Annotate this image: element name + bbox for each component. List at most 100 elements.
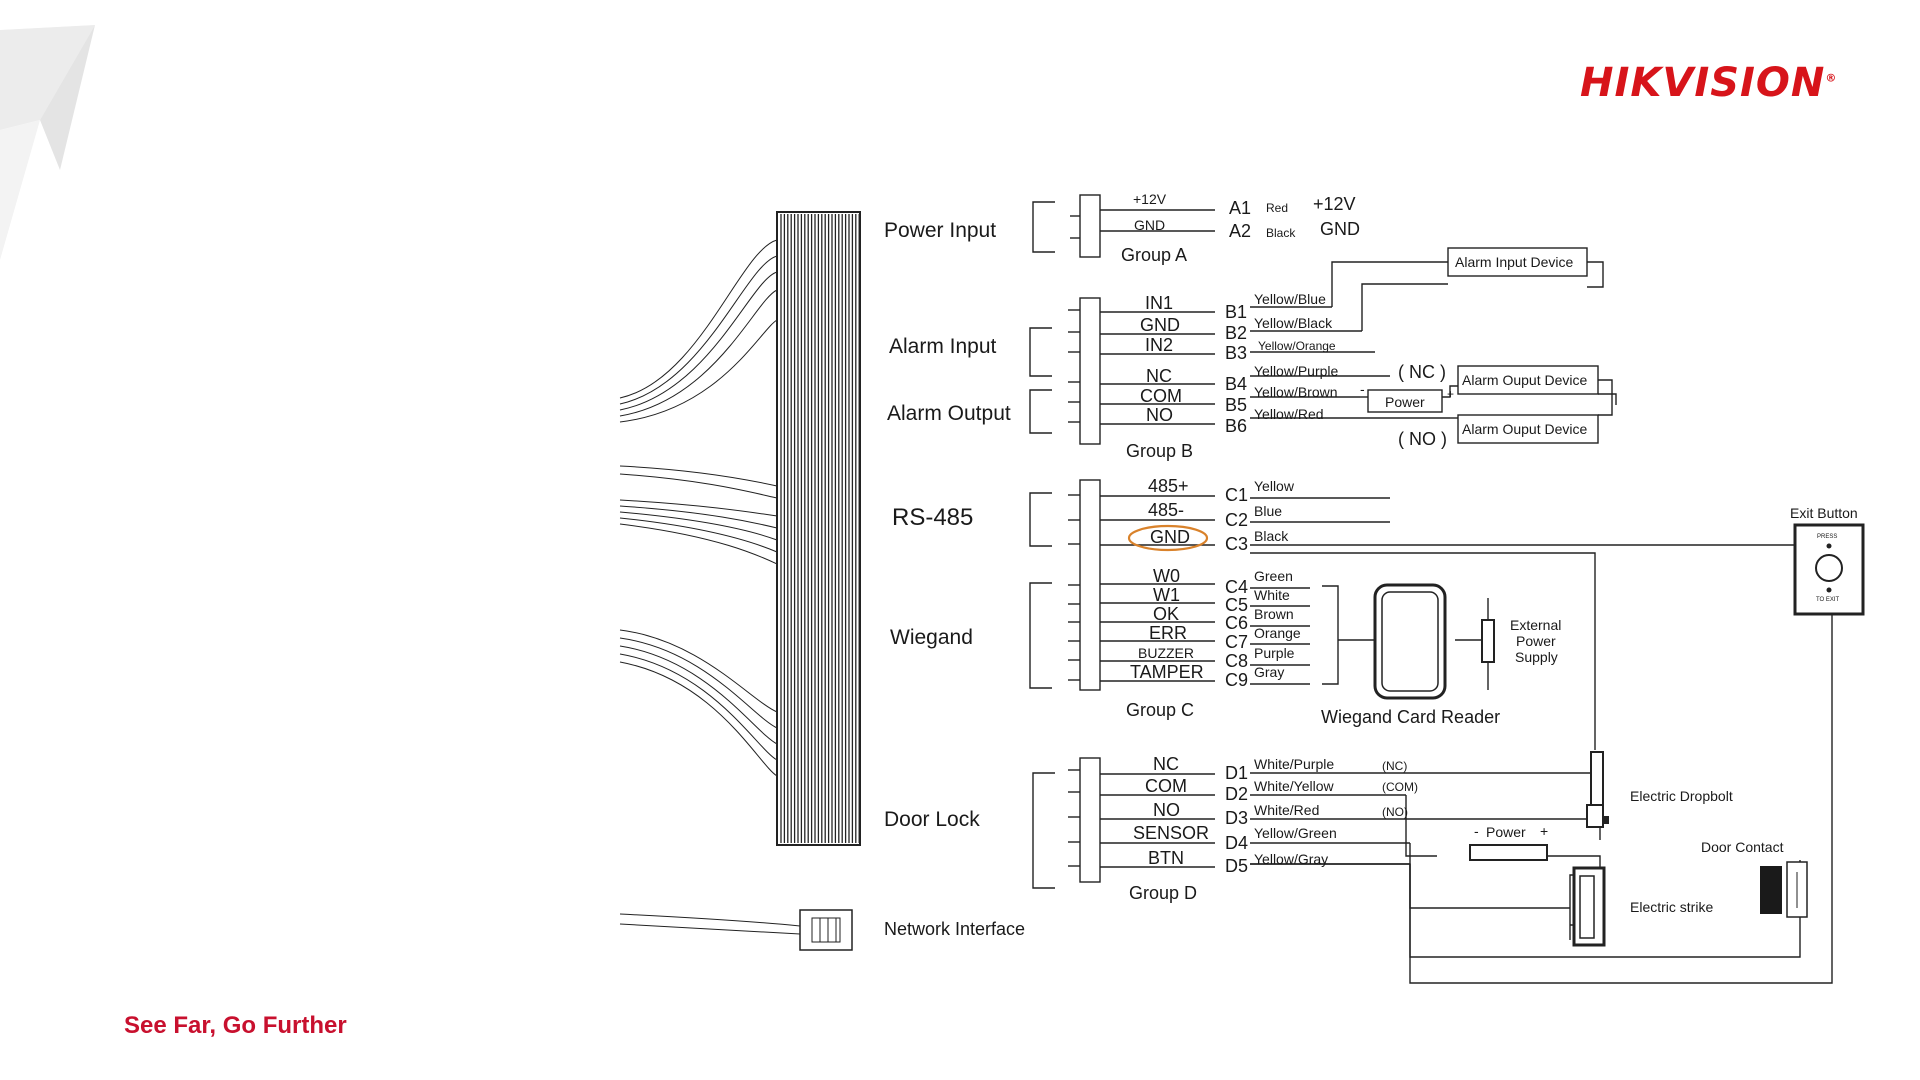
pin-d1-tag: (NC) [1382,759,1407,773]
pin-c8-id: C8 [1225,651,1248,671]
logo-text: HIKVISION [1580,60,1826,106]
group-c-block [1029,479,1802,737]
alarm-output-device-label-1: Alarm Ouput Device [1462,372,1587,388]
hikvision-logo: HIKVISION® [1580,60,1837,106]
pin-c2-signal: 485- [1148,500,1184,520]
pin-c4-id: C4 [1225,577,1248,597]
pin-a2-note: GND [1320,219,1360,239]
pin-a2-signal: GND [1134,217,1165,233]
pin-c3-signal: GND [1150,527,1190,547]
group-c-label: Group C [1126,700,1194,720]
pin-c7-color: Orange [1254,625,1301,641]
pin-c5-signal: W1 [1153,585,1180,605]
pin-c3-color: Black [1254,528,1289,544]
exit-press-text: PRESS [1817,534,1837,540]
alarm-input-device-label: Alarm Input Device [1455,254,1573,270]
group-d-label: Group D [1129,883,1197,903]
pin-d4-signal: SENSOR [1133,823,1209,843]
pin-c4-signal: W0 [1153,566,1180,586]
pin-c1-color: Yellow [1254,478,1295,494]
group-d-block [1032,737,1801,958]
pin-c6-signal: OK [1153,604,1179,624]
pin-b6-color: Yellow/Red [1254,406,1324,422]
pin-a1-signal: +12V [1133,191,1167,207]
door-power-label: Power [1486,824,1526,840]
door-contact: Door Contact [1701,839,1808,918]
group-a-label: Group A [1121,245,1187,265]
network-cable [619,909,853,951]
pin-d5-color: Yellow/Gray [1254,851,1328,867]
wiegand-label: Wiegand [890,626,973,649]
alarm-output-device-box-2: Alarm Ouput Device [1457,414,1599,444]
pin-b4-id: B4 [1225,374,1247,394]
exit-to-exit-text: TO EXIT [1816,597,1840,603]
alarm-power-minus: - [1360,381,1365,397]
pin-c5-color: White [1254,587,1290,603]
pin-c9-color: Gray [1254,664,1284,680]
group-a-block [1032,194,1215,258]
external-power-supply: External Power Supply [1481,617,1561,665]
pin-d4-color: Yellow/Green [1254,825,1337,841]
pin-c4-color: Green [1254,568,1293,584]
fan-wires [619,239,778,777]
pin-d3-color: White/Red [1254,802,1319,818]
pin-c6-color: Brown [1254,606,1294,622]
door-lock-label: Door Lock [884,808,980,831]
ext-power-line-2: Power [1516,633,1556,649]
slogan-text: See Far, Go Further [124,1012,347,1039]
pin-b2-id: B2 [1225,323,1247,343]
pin-b1-signal: IN1 [1145,293,1173,313]
pin-a2-color: Black [1266,226,1296,240]
no-tag: ( NO ) [1398,429,1447,449]
pin-d3-id: D3 [1225,808,1248,828]
pin-c8-signal: BUZZER [1138,645,1194,661]
alarm-power-plus: + [1447,387,1454,401]
pin-b5-color: Yellow/Brown [1254,384,1338,400]
pin-c8-color: Purple [1254,645,1295,661]
pin-a1-id: A1 [1229,198,1251,218]
pin-a2-id: A2 [1229,221,1251,241]
pin-b2-color: Yellow/Black [1254,315,1333,331]
pin-c3-id: C3 [1225,534,1248,554]
pin-a1-note: +12V [1313,194,1356,214]
alarm-power-box: Power [1367,389,1443,413]
pin-d2-id: D2 [1225,784,1248,804]
pin-b2-signal: GND [1140,315,1180,335]
door-contact-label: Door Contact [1701,839,1784,855]
pin-c2-color: Blue [1254,503,1282,519]
dropbolt-label: Electric Dropbolt [1630,788,1733,804]
pin-b3-color: Yellow/Orange [1258,339,1336,353]
pin-d2-tag: (COM) [1382,780,1418,794]
pin-c9-id: C9 [1225,670,1248,690]
pin-c6-id: C6 [1225,613,1248,633]
pin-d3-signal: NO [1153,800,1180,820]
exit-button: Exit Button PRESS TO EXIT [1250,505,1865,984]
pin-d3-tag: (NO) [1382,805,1408,819]
trademark-mark: ® [1825,71,1838,85]
pin-d1-color: White/Purple [1254,756,1334,772]
alarm-input-label: Alarm Input [889,335,997,358]
pin-b4-signal: NC [1146,366,1172,386]
nc-tag: ( NC ) [1398,362,1446,382]
pin-d2-color: White/Yellow [1254,778,1335,794]
pin-d2-signal: COM [1145,776,1187,796]
exit-button-label: Exit Button [1790,505,1858,521]
pin-b6-signal: NO [1146,405,1173,425]
door-power-plus: + [1540,823,1548,839]
strike-label: Electric strike [1630,899,1713,915]
pin-d4-id: D4 [1225,833,1248,853]
pin-b5-id: B5 [1225,395,1247,415]
door-power-minus: - [1474,823,1479,839]
pin-c2-id: C2 [1225,510,1248,530]
pin-c5-id: C5 [1225,595,1248,615]
pin-c7-signal: ERR [1149,623,1187,643]
corner-decoration [0,25,95,260]
card-reader-label: Wiegand Card Reader [1321,707,1500,727]
electric-dropbolt: Electric Dropbolt [1586,751,1733,828]
gnd-highlight-ring [1127,524,1209,552]
pin-a1-color: Red [1266,201,1288,215]
ext-power-line-1: External [1510,617,1561,633]
alarm-input-device-box: Alarm Input Device [1447,247,1588,277]
pin-b1-id: B1 [1225,302,1247,322]
